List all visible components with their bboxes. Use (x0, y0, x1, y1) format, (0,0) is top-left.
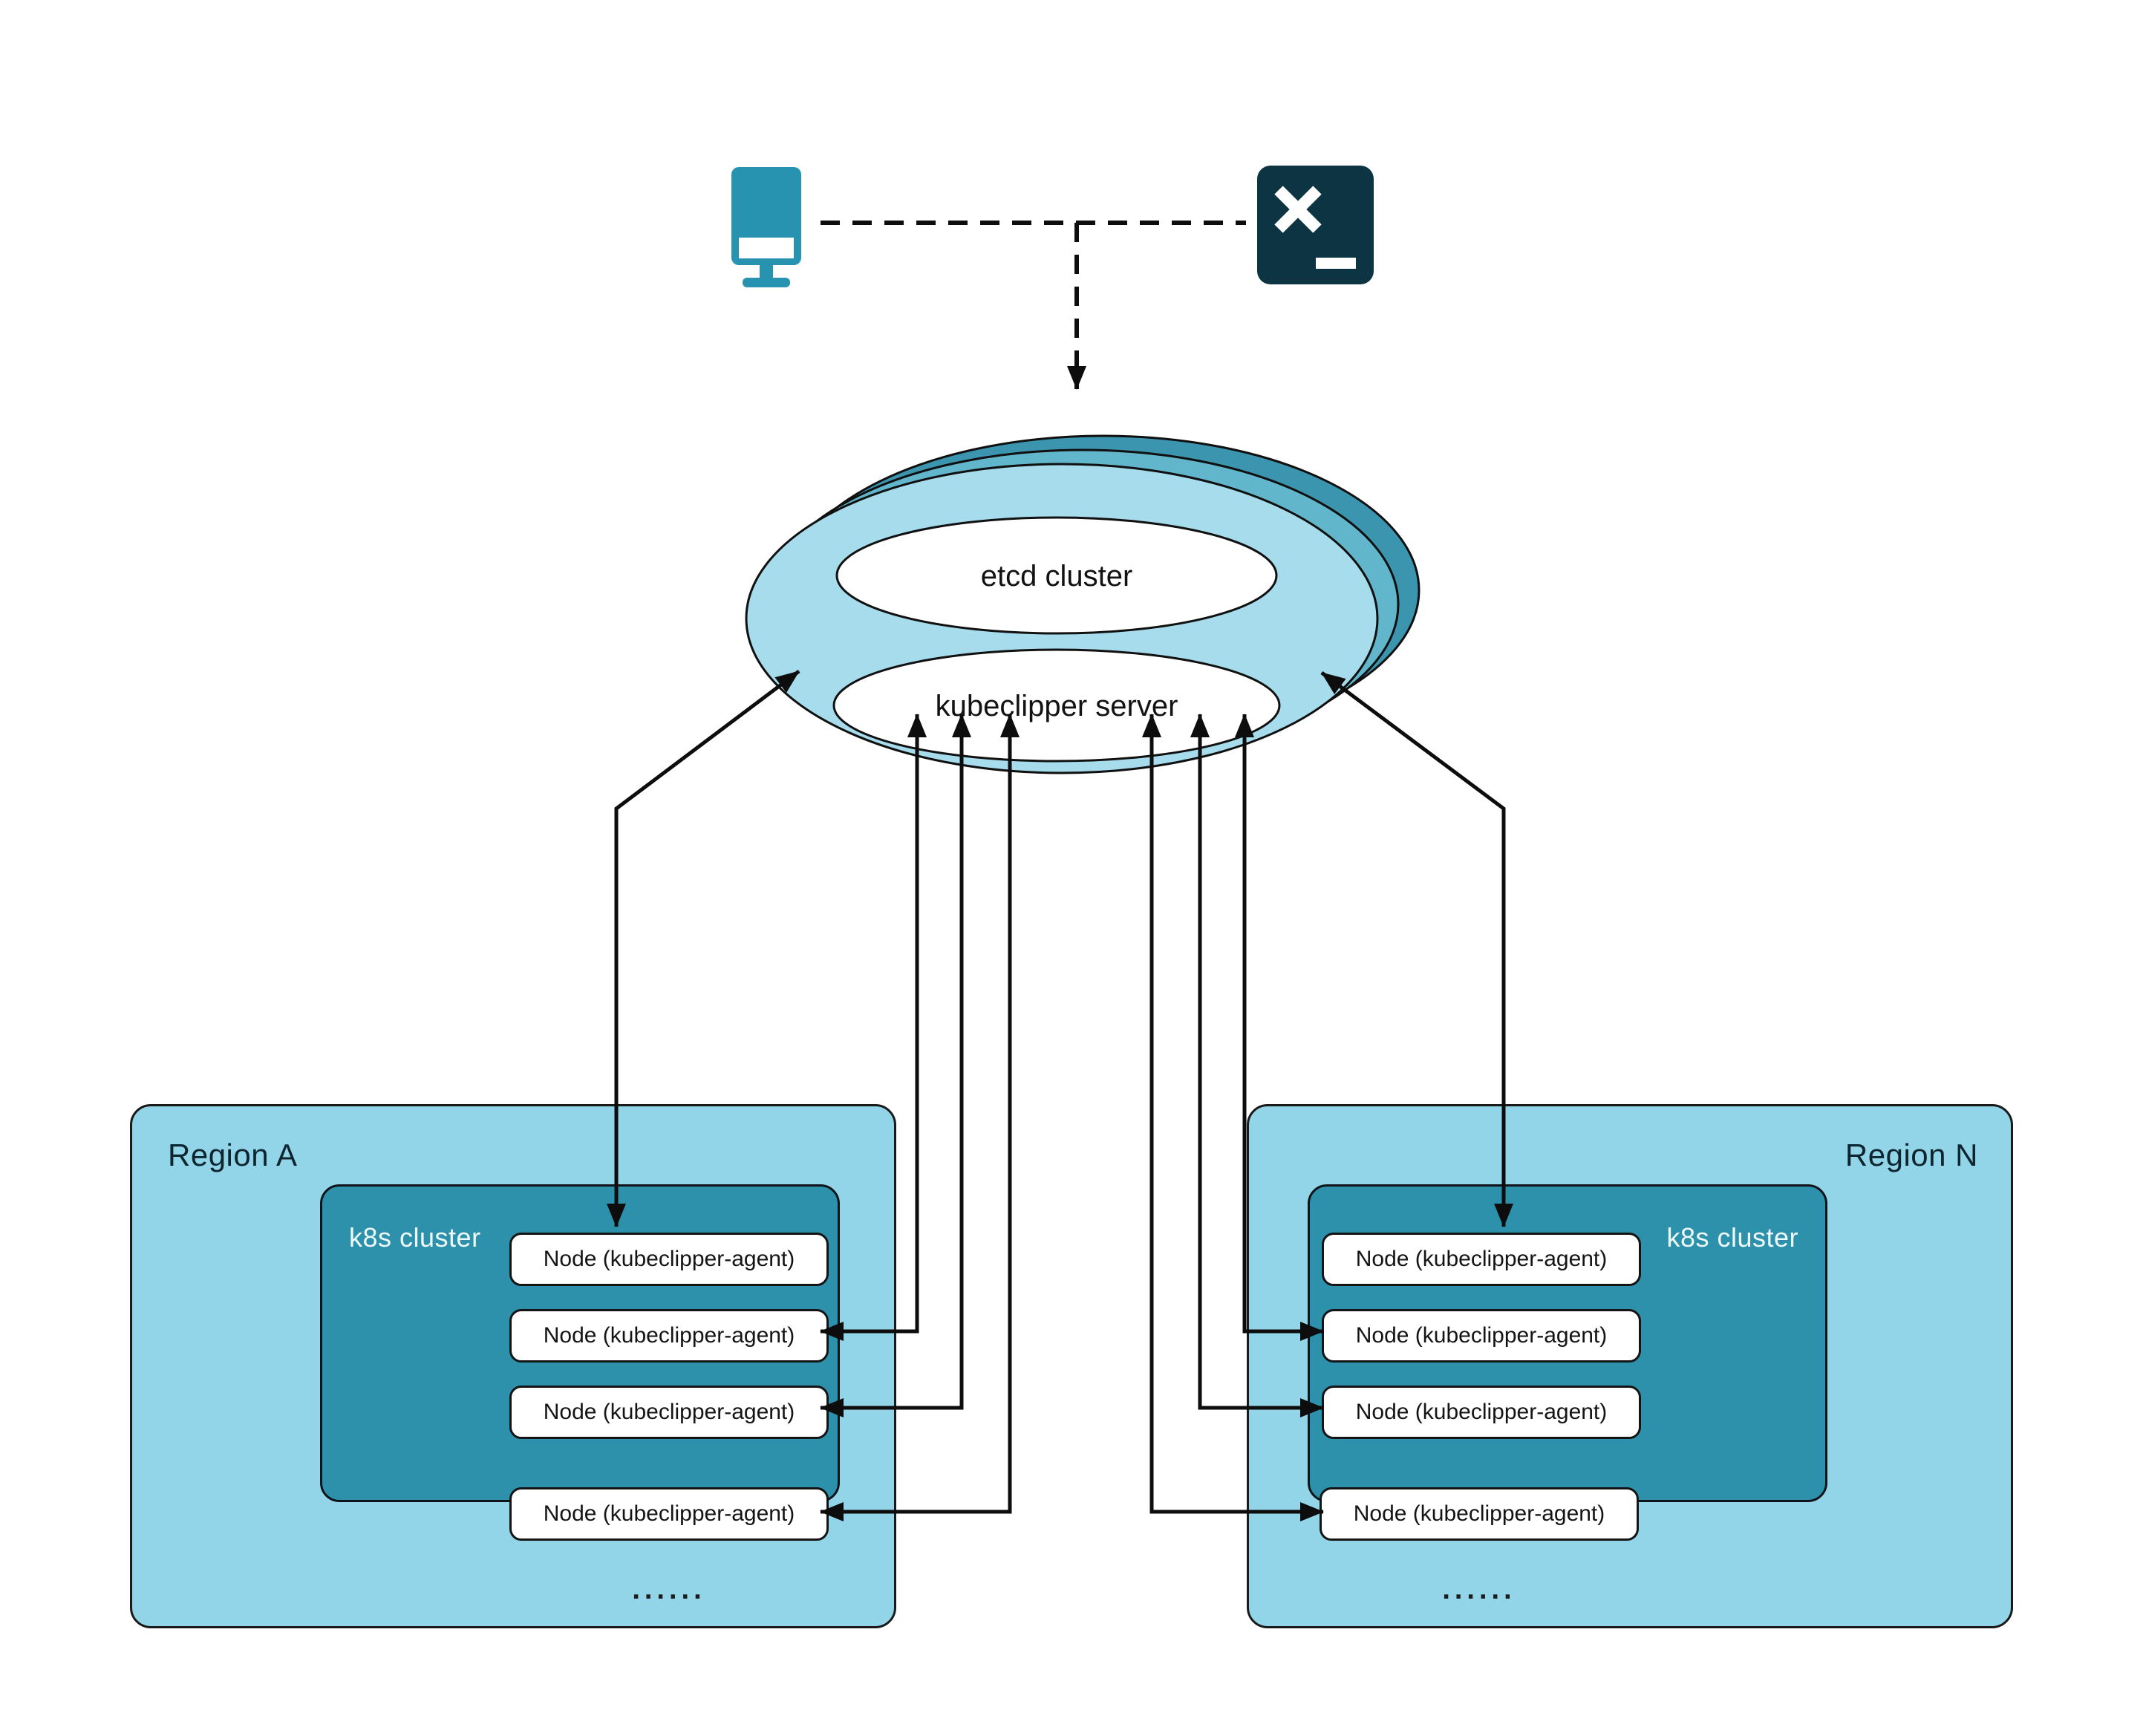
region-n-box: Region N k8s cluster Node (kubeclipper-a… (1247, 1104, 2013, 1628)
region-n-node-2: Node (kubeclipper-agent) (1322, 1309, 1641, 1363)
disk-back (786, 434, 1420, 746)
region-a-node-4: Node (kubeclipper-agent) (509, 1487, 829, 1541)
region-a-k8s-cluster-box: k8s cluster Node (kubeclipper-agent) Nod… (320, 1184, 840, 1502)
disk-front (745, 463, 1379, 774)
control-plane-disk-stack: etcd cluster kubeclipper server (745, 434, 1420, 774)
monitor-icon (731, 167, 801, 287)
region-n-node-4: Node (kubeclipper-agent) (1320, 1487, 1639, 1541)
etcd-cluster-ellipse (835, 516, 1278, 635)
region-n-more-nodes-ellipsis: ...... (1442, 1574, 1516, 1605)
kubeclipper-server-ellipse (832, 648, 1281, 763)
region-n-k8s-cluster-label: k8s cluster (1666, 1222, 1798, 1253)
region-a-k8s-cluster-label: k8s cluster (349, 1222, 481, 1253)
region-a-more-nodes-ellipsis: ...... (632, 1574, 706, 1605)
region-n-k8s-cluster-box: k8s cluster Node (kubeclipper-agent) Nod… (1308, 1184, 1827, 1502)
kubeclipper-server-label: kubeclipper server (936, 690, 1178, 722)
region-a-node-3: Node (kubeclipper-agent) (509, 1386, 829, 1439)
region-a-box: Region A k8s cluster Node (kubeclipper-a… (130, 1104, 896, 1628)
region-n-label: Region N (1844, 1138, 1978, 1172)
region-n-node-1: Node (kubeclipper-agent) (1322, 1233, 1641, 1286)
disk-middle (766, 448, 1400, 760)
terminal-icon (1257, 166, 1374, 284)
region-a-node-2: Node (kubeclipper-agent) (509, 1309, 829, 1363)
etcd-cluster-label: etcd cluster (981, 560, 1133, 593)
region-a-label: Region A (168, 1138, 298, 1172)
region-n-node-3: Node (kubeclipper-agent) (1322, 1386, 1641, 1439)
region-a-node-1: Node (kubeclipper-agent) (509, 1233, 829, 1286)
